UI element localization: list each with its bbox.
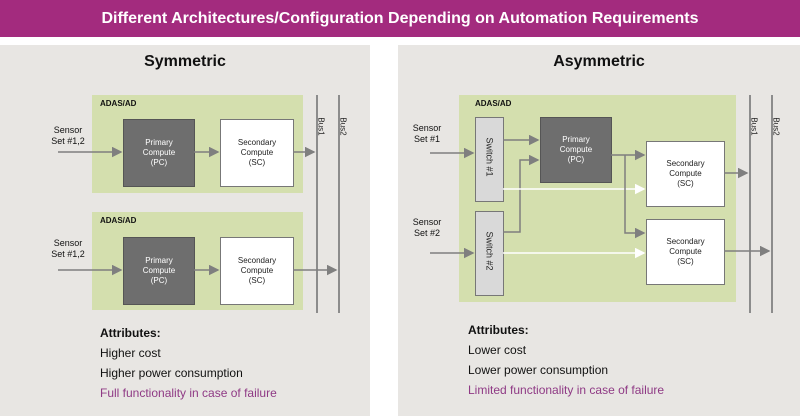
banner-title: Different Architectures/Configuration De… <box>0 0 800 37</box>
bus2-line <box>771 95 773 313</box>
asymmetric-heading: Asymmetric <box>553 53 645 70</box>
attribute-item-failure: Limited functionality in case of failure <box>468 383 665 397</box>
attributes-heading: Attributes: <box>468 323 529 337</box>
attribute-item: Lower power consumption <box>468 363 609 377</box>
switch-1-box <box>475 117 504 202</box>
attribute-item: Higher cost <box>100 346 161 360</box>
bus1-label: Bus1 <box>749 117 759 136</box>
adas-label: ADAS/AD <box>100 216 137 225</box>
bus2-line <box>338 95 340 313</box>
attribute-item: Lower cost <box>468 343 527 357</box>
bus2-label: Bus2 <box>338 117 348 136</box>
adas-label: ADAS/AD <box>475 99 512 108</box>
adas-label: ADAS/AD <box>100 99 137 108</box>
switch-2-box <box>475 211 504 296</box>
bus2-label: Bus2 <box>771 117 781 136</box>
bus1-label: Bus1 <box>316 117 326 136</box>
symmetric-heading: Symmetric <box>144 53 226 70</box>
bus1-line <box>316 95 318 313</box>
bus1-line <box>749 95 751 313</box>
attribute-item-failure: Full functionality in case of failure <box>100 386 277 400</box>
attribute-item: Higher power consumption <box>100 366 243 380</box>
switch-2-label: Switch #2 <box>484 231 495 271</box>
attributes-heading: Attributes: <box>100 326 161 340</box>
switch-1-label: Switch #1 <box>484 137 495 177</box>
